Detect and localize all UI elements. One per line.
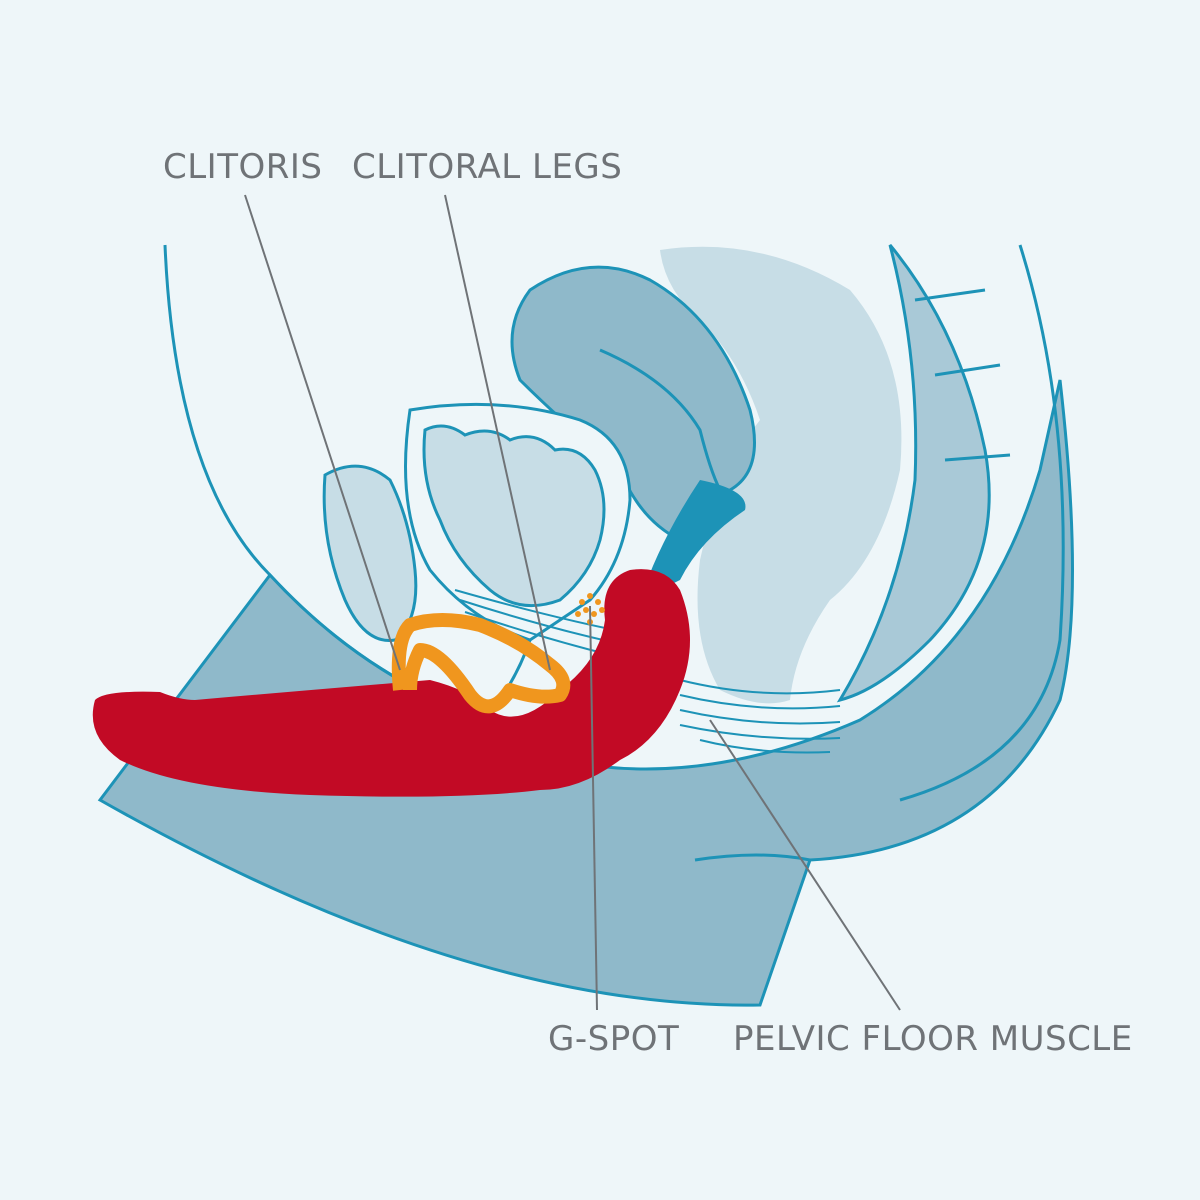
vaginal-canal: [640, 480, 746, 600]
label-pelvic-floor-muscle: PELVIC FLOOR MUSCLE: [733, 1019, 1133, 1059]
label-clitoris: CLITORIS: [163, 147, 323, 187]
bladder-inner: [422, 424, 606, 608]
rectum: [660, 246, 902, 704]
leader-line-clitoris: [244, 194, 401, 671]
leader-line-clitoral-legs: [444, 194, 551, 671]
sacrum-segment: [914, 288, 986, 302]
device: [92, 569, 691, 797]
sacrum-segment: [944, 453, 1011, 462]
leader-line-g-spot: [589, 605, 598, 1011]
perineum-line: [694, 853, 811, 862]
lower-body-region: [97, 379, 1074, 1007]
label-g-spot: G-SPOT: [548, 1019, 680, 1059]
leader-line-pelvic-floor: [709, 719, 901, 1011]
clitoral-legs: [391, 613, 571, 714]
sacrum-region: [836, 244, 991, 703]
uterine-cavity: [599, 348, 722, 491]
pubic-bone: [322, 464, 418, 642]
back-body-outline: [899, 244, 1065, 802]
front-body-outline: [163, 244, 401, 682]
g-spot-marker: [575, 593, 605, 625]
label-clitoral-legs: CLITORAL LEGS: [352, 147, 623, 187]
sacrum-segment: [934, 363, 1001, 377]
